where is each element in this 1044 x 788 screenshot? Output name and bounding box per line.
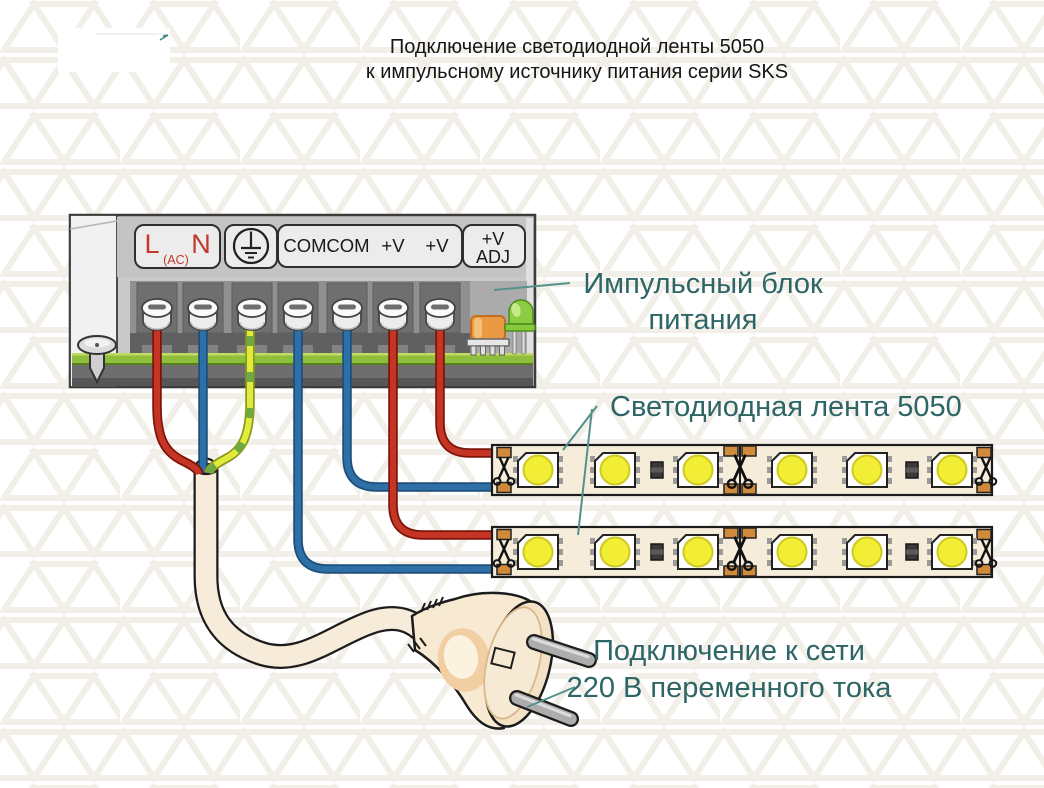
wire-com-strip1: [342, 314, 506, 492]
indicator-led: [504, 299, 536, 355]
plug-grip-ribs: [407, 596, 444, 653]
psu-label-line2: питания: [649, 304, 758, 336]
capacitor: [466, 315, 510, 356]
strip-label: Светодиодная лента 5050: [610, 391, 962, 423]
terminal-label-v1: +V: [381, 235, 405, 256]
leader-psu: [493, 282, 571, 291]
mains-plug: [407, 591, 597, 730]
title-line-2: к импульсному источнику питания серии SK…: [366, 61, 788, 83]
mains-label-line2: 220 В переменного тока: [567, 672, 893, 704]
plug-highlight-core: [443, 635, 479, 679]
terminal-label-v2: +V: [425, 235, 449, 256]
terminal-label-L: L: [144, 229, 159, 259]
terminal-label-N: N: [191, 229, 211, 259]
top-left-patch: [58, 28, 170, 72]
wire-plus-strip2: [388, 314, 506, 540]
title-line-1: Подключение светодиодной ленты 5050: [390, 36, 764, 58]
wire-ground: [204, 314, 255, 475]
psu-panel-bevel: [69, 220, 118, 230]
plug-latch: [490, 646, 516, 670]
adj-label-line1: +V: [482, 229, 505, 249]
leader-strip2: [577, 408, 593, 536]
ground-icon: [232, 227, 270, 265]
wire-com-strip2: [293, 314, 506, 574]
psu-right-highlight: [526, 218, 533, 384]
leader-plug: [526, 686, 576, 708]
cable-sheath: [195, 459, 431, 667]
mounting-screw: [77, 335, 117, 385]
terminal-label-com1: COM: [283, 235, 326, 256]
wires: [152, 314, 506, 574]
plate-adj: [462, 224, 526, 268]
terminal-label-AC: (AC): [163, 253, 189, 267]
mains-label-line1: Подключение к сети: [593, 635, 865, 667]
led-strip-2: [492, 527, 996, 577]
leader-lines: [493, 282, 598, 708]
wire-live-ac: [152, 314, 204, 476]
adj-label-line2: ADJ: [476, 247, 510, 267]
terminal-label-com2: COM: [326, 235, 369, 256]
led-strip-1: [492, 445, 996, 495]
psu-label-line1: Импульсный блок: [583, 268, 823, 300]
plug-pin-top: [526, 634, 597, 668]
terminal-plates: L (AC) N COM COM +V +V +V ADJ: [134, 224, 526, 269]
wire-plus-strip1: [435, 314, 506, 458]
diagram-title: Подключение светодиодной ленты 5050 к им…: [366, 36, 788, 83]
annotations: Импульсный блок питания Светодиодная лен…: [567, 268, 962, 704]
plug-pin-bottom: [509, 690, 579, 727]
plate-ln: [134, 224, 221, 269]
